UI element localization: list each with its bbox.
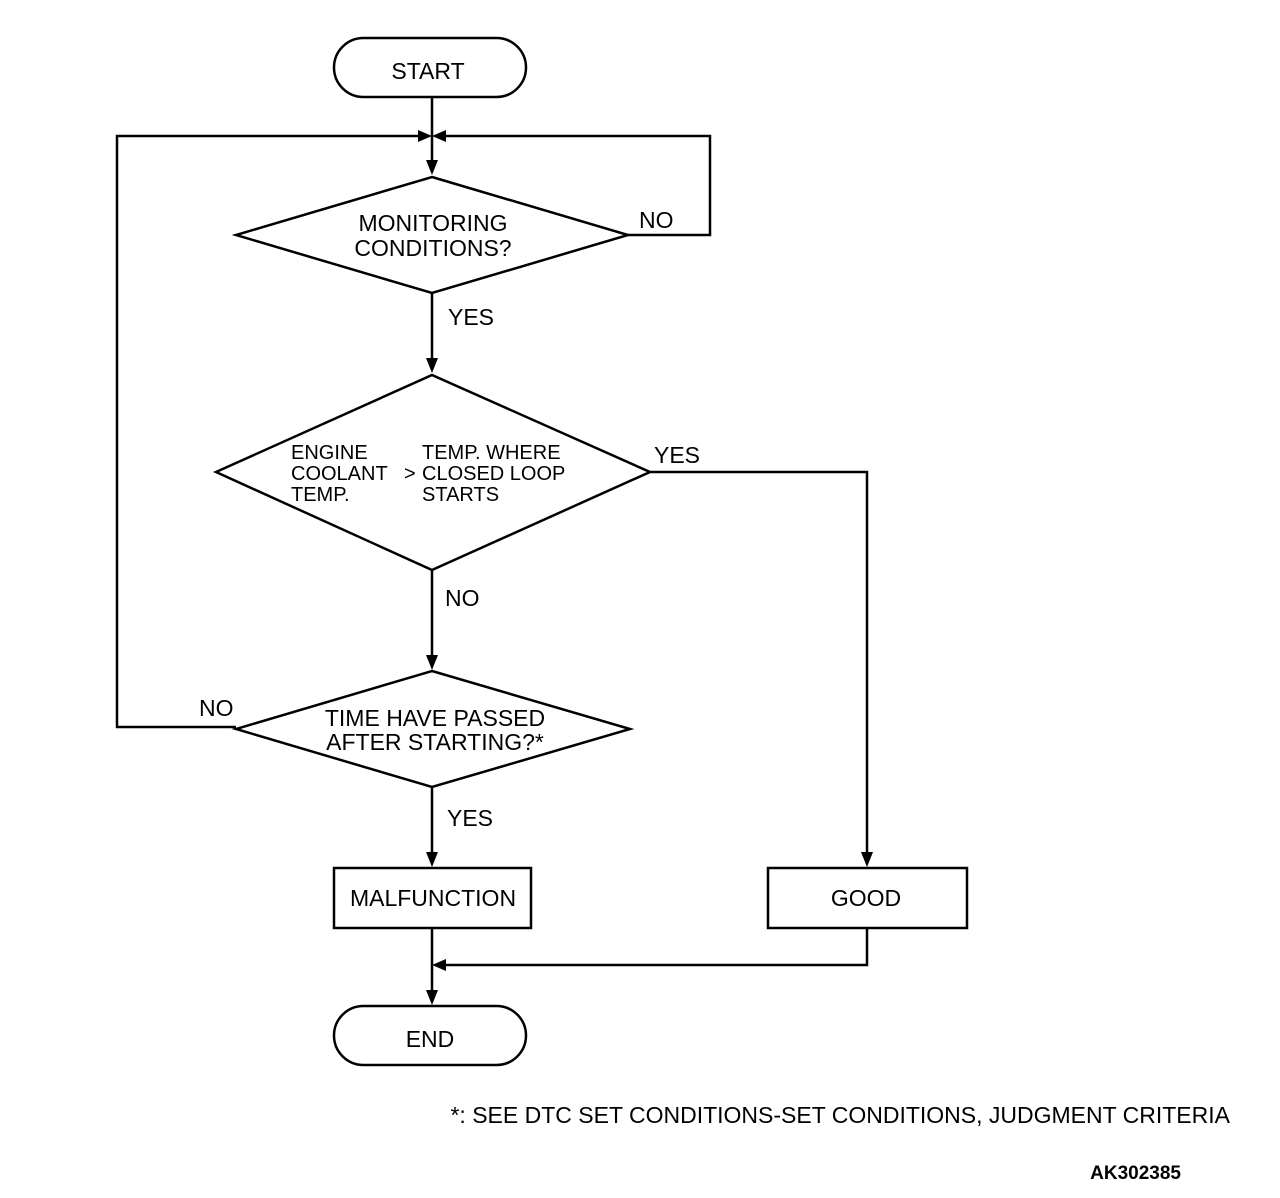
footnote: *: SEE DTC SET CONDITIONS-SET CONDITIONS… — [450, 1102, 1230, 1128]
time-label-line2: AFTER STARTING?* — [326, 729, 544, 755]
edge-label-time-yes: YES — [447, 805, 493, 831]
good-label: GOOD — [831, 885, 901, 911]
coolant-left-line3: TEMP. — [291, 484, 350, 506]
arrowhead-left-loop-right — [418, 130, 432, 142]
connectors — [115, 97, 869, 996]
good-node: GOOD — [766, 866, 969, 930]
edge-label-monitoring-yes: YES — [448, 304, 494, 330]
edge-good-to-end — [440, 928, 869, 967]
end-node: END — [332, 1004, 528, 1067]
arrowhead-right-loop-left — [432, 130, 446, 142]
edge-monitoring-no-loop — [440, 134, 712, 237]
coolant-right-line3: STARTS — [422, 484, 499, 506]
start-label: START — [391, 58, 464, 84]
edge-label-time-no: NO — [199, 695, 234, 721]
time-label-line1: TIME HAVE PASSED — [325, 705, 545, 731]
arrowhead-down-coolant — [426, 358, 438, 373]
arrowhead-merge-left — [432, 959, 446, 971]
edge-coolant-yes — [650, 470, 869, 858]
coolant-left-line1: ENGINE — [291, 442, 368, 464]
coolant-right-line2: CLOSED LOOP — [422, 463, 565, 485]
edge-label-coolant-no: NO — [445, 585, 480, 611]
arrowheads — [418, 130, 873, 1005]
coolant-temp-decision: ENGINE COOLANT TEMP. > TEMP. WHERE CLOSE… — [212, 373, 654, 572]
end-label: END — [406, 1026, 455, 1052]
figure-id: AK302385 — [1090, 1163, 1181, 1184]
monitoring-label-line1: MONITORING — [358, 210, 507, 236]
arrowhead-down-good — [861, 852, 873, 867]
malfunction-node: MALFUNCTION — [332, 866, 533, 930]
start-node: START — [332, 36, 528, 99]
malfunction-label: MALFUNCTION — [350, 885, 516, 911]
coolant-left-line2: COOLANT — [291, 463, 388, 485]
edge-label-coolant-yes: YES — [654, 442, 700, 468]
arrowhead-down-time — [426, 655, 438, 670]
arrowhead-down-monitoring — [426, 160, 438, 175]
arrowhead-down-end — [426, 990, 438, 1005]
coolant-right-line1: TEMP. WHERE — [422, 442, 561, 464]
monitoring-decision: MONITORING CONDITIONS? — [231, 175, 633, 295]
arrowhead-down-malfunction — [426, 852, 438, 867]
edge-label-monitoring-no: NO — [639, 207, 674, 233]
time-decision: TIME HAVE PASSED AFTER STARTING?* — [231, 669, 635, 789]
monitoring-label-line2: CONDITIONS? — [354, 235, 511, 261]
coolant-operator: > — [404, 463, 416, 485]
edge-time-no-loop — [115, 134, 424, 729]
